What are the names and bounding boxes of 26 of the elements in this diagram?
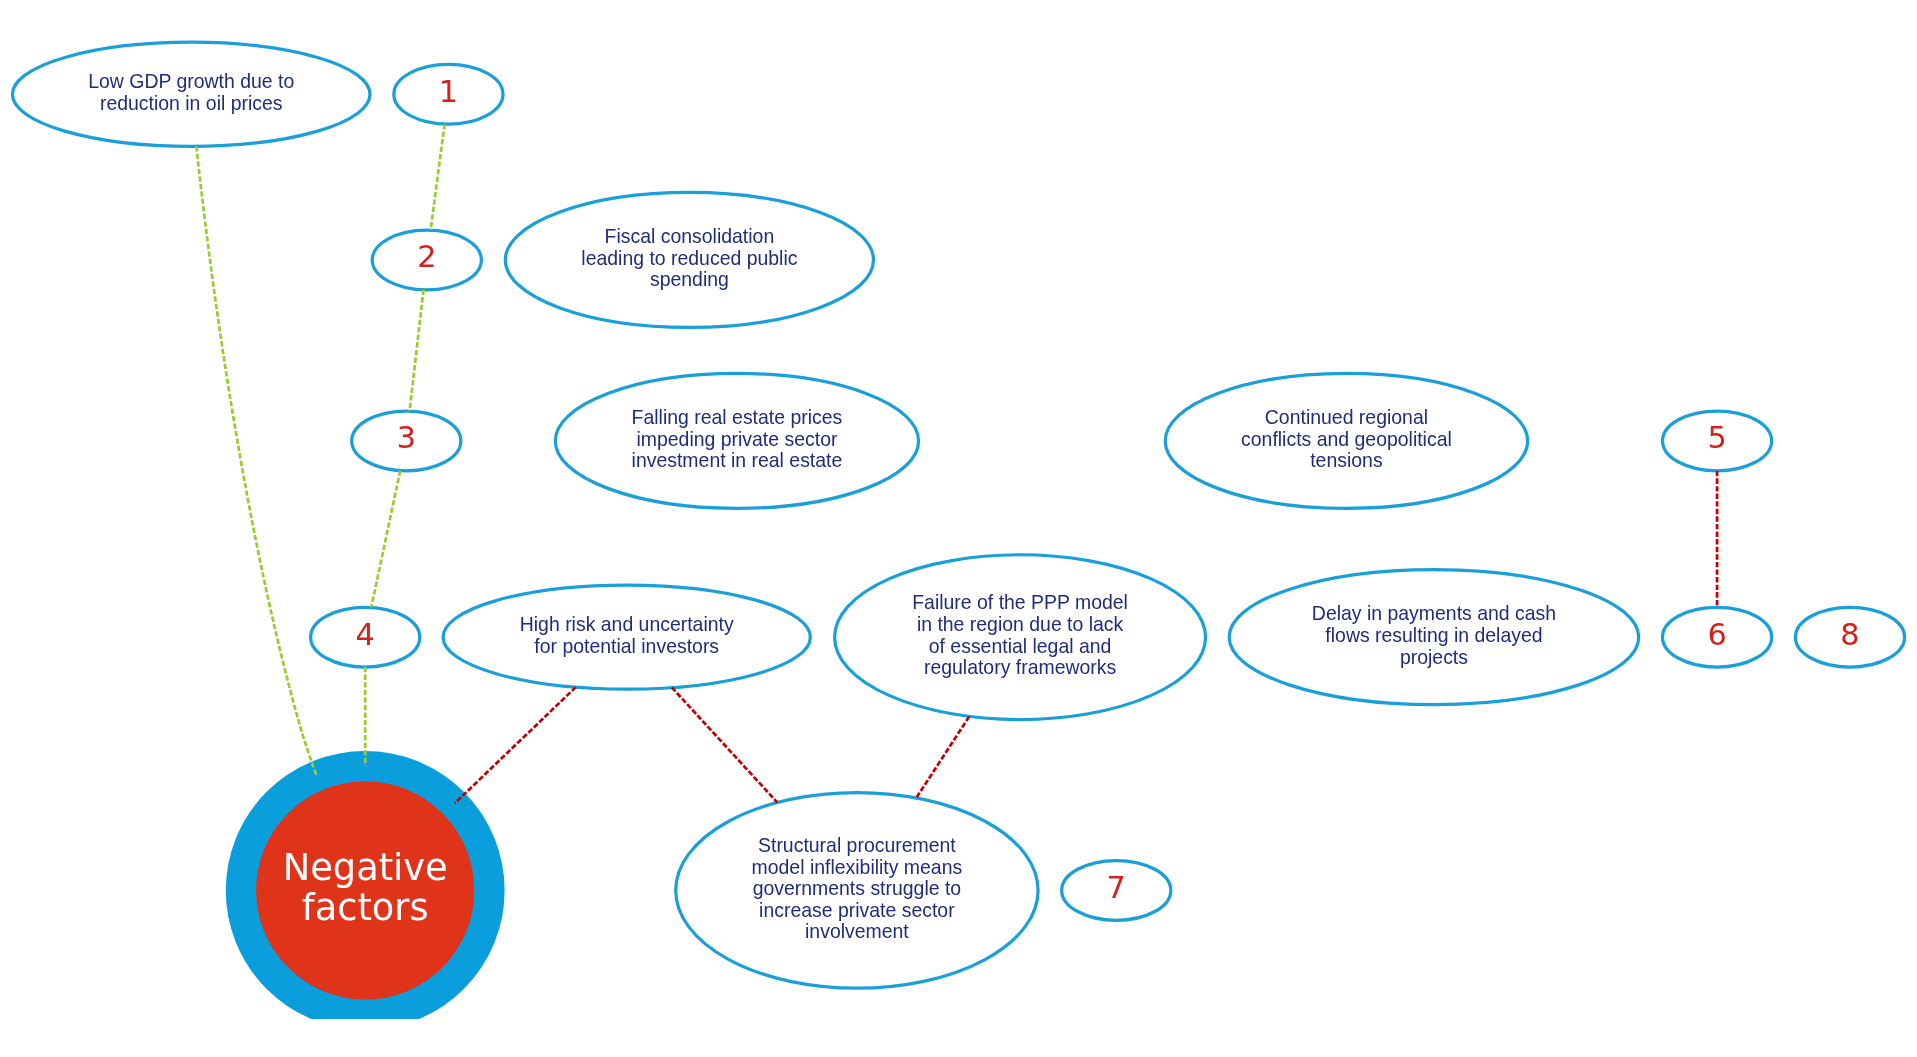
node-ellipse: Fiscal consolidation leading to reduced public spending bbox=[503, 190, 876, 330]
node-ellipse: Structural procurement model inflexibility means governments struggle to increase private sector involvement bbox=[674, 790, 1040, 990]
node-ellipse: Failure of the PPP model in the region due to lack of essential legal and regulatory frameworks bbox=[832, 553, 1208, 722]
node-ellipse: 4 bbox=[309, 605, 422, 669]
connector bbox=[1715, 471, 1719, 608]
node-ellipse: Continued regional conflicts and geopolitical tensions bbox=[1163, 371, 1530, 510]
node-ellipse: High risk and uncertainty for potential investors bbox=[441, 583, 812, 691]
node-ellipse: 1 bbox=[392, 62, 505, 126]
connector bbox=[363, 667, 367, 767]
connector bbox=[915, 715, 971, 799]
node-ellipse: 7 bbox=[1060, 858, 1173, 922]
connector bbox=[670, 686, 779, 804]
connector bbox=[453, 686, 577, 805]
node-ellipse: Delay in payments and cash flows resulting in delayed projects bbox=[1227, 568, 1641, 707]
node-ellipse: 8 bbox=[1793, 605, 1907, 669]
connector bbox=[195, 146, 318, 777]
node-circle: Negative factors bbox=[225, 751, 505, 1019]
node-ellipse: 5 bbox=[1660, 409, 1774, 473]
connector bbox=[408, 289, 425, 412]
node-ellipse: 2 bbox=[370, 228, 483, 292]
node-ellipse: Low GDP growth due to reduction in oil prices bbox=[10, 40, 372, 148]
node-ellipse: 6 bbox=[1660, 605, 1774, 669]
connector bbox=[369, 470, 402, 608]
node-ellipse: 3 bbox=[350, 409, 463, 473]
node-ellipse: Falling real estate prices impeding private sector investment in real estate bbox=[553, 371, 921, 510]
connector bbox=[429, 124, 446, 231]
